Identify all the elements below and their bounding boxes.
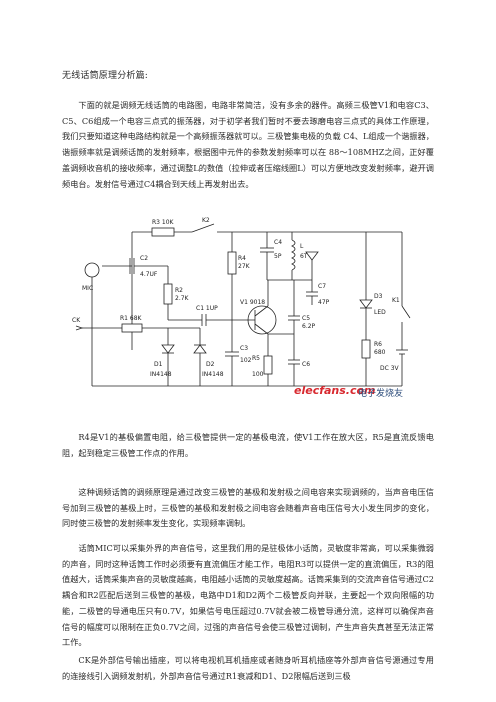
label-r6-value: 680 <box>374 349 386 356</box>
label-dc: DC 3V <box>380 365 400 372</box>
watermark-logo: elecfans.com <box>294 384 376 397</box>
label-r3: R3 10K <box>152 219 175 226</box>
label-l: L <box>300 243 304 250</box>
label-c5-value: 6.2P <box>302 323 316 330</box>
label-r5: R5 <box>252 355 260 362</box>
label-c2: C2 <box>140 255 148 262</box>
label-r4: R4 <box>238 255 246 262</box>
label-c7-value: 47P <box>318 299 330 306</box>
paragraph-modulation: 这种调频话筒的调频原理是通过改变三极管的基极和发射极之间电容来实现调频的，当声音… <box>62 487 434 529</box>
label-c5: C5 <box>302 315 310 322</box>
label-d2: D2 <box>206 361 215 368</box>
label-led: LED <box>374 309 386 316</box>
label-r2-value: 2.7K <box>175 295 190 302</box>
label-k2: K2 <box>202 217 210 224</box>
label-d3: D3 <box>374 293 383 300</box>
page-title: 无线话筒原理分析篇: <box>62 71 149 81</box>
label-r2: R2 <box>175 287 183 294</box>
schematic-drawing: R3 10K K2 C2 4.7UF MIC R2 2.7K R4 27K C4… <box>72 217 411 387</box>
label-d2-value: IN4148 <box>202 371 224 378</box>
label-c2-value: 4.7UF <box>140 271 158 278</box>
circuit-schematic: R3 10K K2 C2 4.7UF MIC R2 2.7K R4 27K C4… <box>62 210 414 428</box>
paragraph-mic: 话筒MIC可以采集外界的声音信号，这里我们用的是驻极体小话筒，灵敏度非常高，可以… <box>62 543 434 648</box>
label-c3: C3 <box>240 345 248 352</box>
paragraph-r4-r5: R4是V1的基极偏置电阻，给三极管提供一定的基极电流，使V1工作在放大区，R5是… <box>62 432 434 458</box>
label-c7: C7 <box>318 283 326 290</box>
label-ck: CK <box>72 317 81 324</box>
label-mic: MIC <box>82 285 93 292</box>
label-v1: V1 9018 <box>240 299 265 306</box>
label-c1: C1 1UP <box>196 305 218 312</box>
label-l-value: 6T <box>300 253 308 260</box>
label-r4-value: 27K <box>238 263 251 270</box>
label-r6: R6 <box>374 341 382 348</box>
paragraph-ck: CK是外部信号输出插座，可以将电视机耳机插座或者随身听耳机插座等外部声音信号源通… <box>62 655 434 681</box>
label-c4: C4 <box>274 239 282 246</box>
paragraph-intro: 下面的就是调频无线话筒的电路图，电路非常简洁，没有多余的器件。高频三极管V1和电… <box>62 100 434 189</box>
label-k1: K1 <box>392 297 400 304</box>
label-d1: D1 <box>154 361 163 368</box>
label-r1: R1 68K <box>120 315 143 322</box>
label-c3-value: 102 <box>240 357 252 364</box>
label-c6: C6 <box>302 361 310 368</box>
label-c4-value: 5P <box>274 253 282 260</box>
label-r5-value: 100 <box>252 371 264 378</box>
label-d1-value: IN4148 <box>150 371 172 378</box>
watermark-chinese: 电子发烧友 <box>358 389 404 399</box>
